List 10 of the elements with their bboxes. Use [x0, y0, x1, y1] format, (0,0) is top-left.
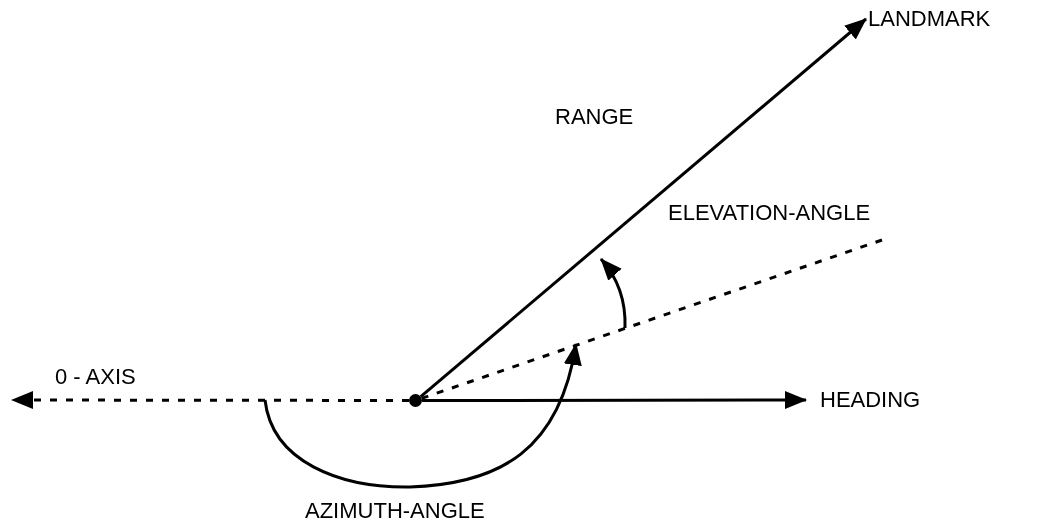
diagram-label: ELEVATION-ANGLE	[668, 200, 871, 226]
node-label: HEADING	[806, 387, 921, 413]
diagram-label: RANGE	[555, 104, 634, 130]
arrow	[419, 17, 867, 398]
arrow	[422, 391, 807, 410]
origin-dot	[409, 394, 422, 407]
diagram-label: 0 - AXIS	[55, 364, 136, 390]
diagram-label: AZIMUTH-ANGLE	[305, 498, 485, 524]
dashed-arrow	[11, 391, 409, 410]
node-label: LANDMARK	[866, 6, 991, 32]
